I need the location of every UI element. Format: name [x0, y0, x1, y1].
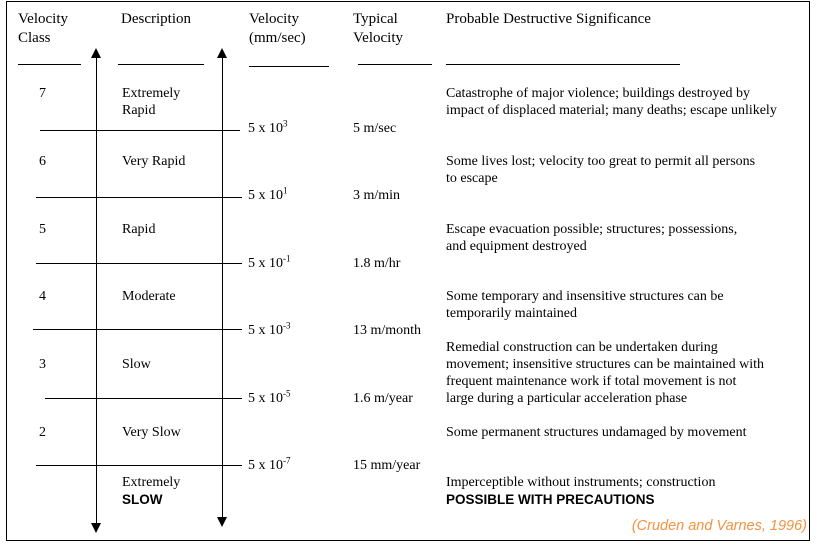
velocity-threshold: 5 x 10-5 — [248, 388, 291, 406]
arrow-line-left — [96, 56, 97, 524]
arrow-line-right — [222, 56, 223, 518]
velocity-threshold: 5 x 10-7 — [248, 455, 291, 473]
arrow-down-icon — [91, 523, 101, 533]
typical-velocity: 1.8 m/hr — [353, 256, 401, 271]
header-typical-velocity: Typical Velocity — [353, 11, 403, 46]
velocity-threshold: 5 x 101 — [248, 185, 288, 203]
description-text: Moderate — [122, 289, 176, 304]
significance-text: Some lives lost; velocity too great to p… — [446, 154, 756, 169]
typical-velocity: 15 mm/year — [353, 458, 421, 473]
description-text: Rapid — [122, 222, 156, 237]
arrow-up-icon — [217, 48, 227, 58]
significance-text: Imperceptible without instruments; const… — [446, 475, 716, 490]
velocity-threshold: 5 x 103 — [248, 118, 288, 136]
typical-velocity: 5 m/sec — [353, 121, 397, 136]
significance-text: temporarily maintained — [446, 306, 578, 321]
description-text: Very Rapid — [122, 154, 186, 169]
boundary-line — [36, 197, 242, 198]
boundary-line — [36, 465, 242, 466]
class-number: 2 — [39, 425, 46, 440]
significance-text: Some temporary and insensitive structure… — [446, 289, 724, 304]
typical-velocity: 1.6 m/year — [353, 391, 413, 406]
arrow-down-icon — [217, 517, 227, 527]
description-text: Slow — [122, 357, 151, 372]
class-number: 4 — [39, 289, 46, 304]
significance-text: frequent maintenance work if total movem… — [446, 374, 737, 389]
header-underline — [249, 66, 329, 67]
description-text: Very Slow — [122, 425, 181, 440]
class-number: 6 — [39, 154, 46, 169]
velocity-threshold: 5 x 10-3 — [248, 320, 291, 338]
typical-velocity: 13 m/month — [353, 323, 422, 338]
arrow-up-icon — [91, 48, 101, 58]
description-text: Rapid — [122, 103, 156, 118]
significance-text: large during a particular acceleration p… — [446, 391, 688, 406]
velocity-threshold: 5 x 10-1 — [248, 253, 291, 271]
significance-text: movement; insensitive structures can be … — [446, 357, 765, 372]
significance-text: Remedial construction can be undertaken … — [446, 340, 718, 355]
description-text: Extremely — [122, 475, 181, 490]
header-description: Description — [121, 11, 191, 27]
significance-text: Some permanent structures undamaged by m… — [446, 425, 747, 440]
header-significance: Probable Destructive Significance — [446, 11, 651, 27]
significance-text: and equipment destroyed — [446, 239, 587, 254]
header-underline — [118, 64, 204, 65]
header-underline — [18, 64, 81, 65]
significance-text: Catastrophe of major violence; buildings… — [446, 86, 751, 101]
class-number: 5 — [39, 222, 46, 237]
header-velocity-mm: Velocity (mm/sec) — [249, 11, 306, 46]
boundary-line — [45, 398, 242, 399]
significance-text: impact of displaced material; many death… — [446, 103, 777, 118]
header-velocity-class: Velocity Class — [18, 11, 68, 46]
significance-text: Escape evacuation possible; structures; … — [446, 222, 738, 237]
description-text: Extremely — [122, 86, 181, 101]
citation: (Cruden and Varnes, 1996) — [631, 518, 807, 534]
description-text: SLOW — [122, 492, 163, 507]
boundary-line — [33, 329, 242, 330]
table-frame — [6, 1, 810, 541]
boundary-line — [36, 263, 242, 264]
class-number: 7 — [39, 86, 46, 101]
header-underline — [358, 64, 432, 65]
significance-text: to escape — [446, 171, 498, 186]
header-underline — [446, 64, 680, 65]
significance-text: POSSIBLE WITH PRECAUTIONS — [446, 492, 655, 507]
boundary-line — [40, 130, 240, 131]
typical-velocity: 3 m/min — [353, 188, 401, 203]
class-number: 3 — [39, 357, 46, 372]
